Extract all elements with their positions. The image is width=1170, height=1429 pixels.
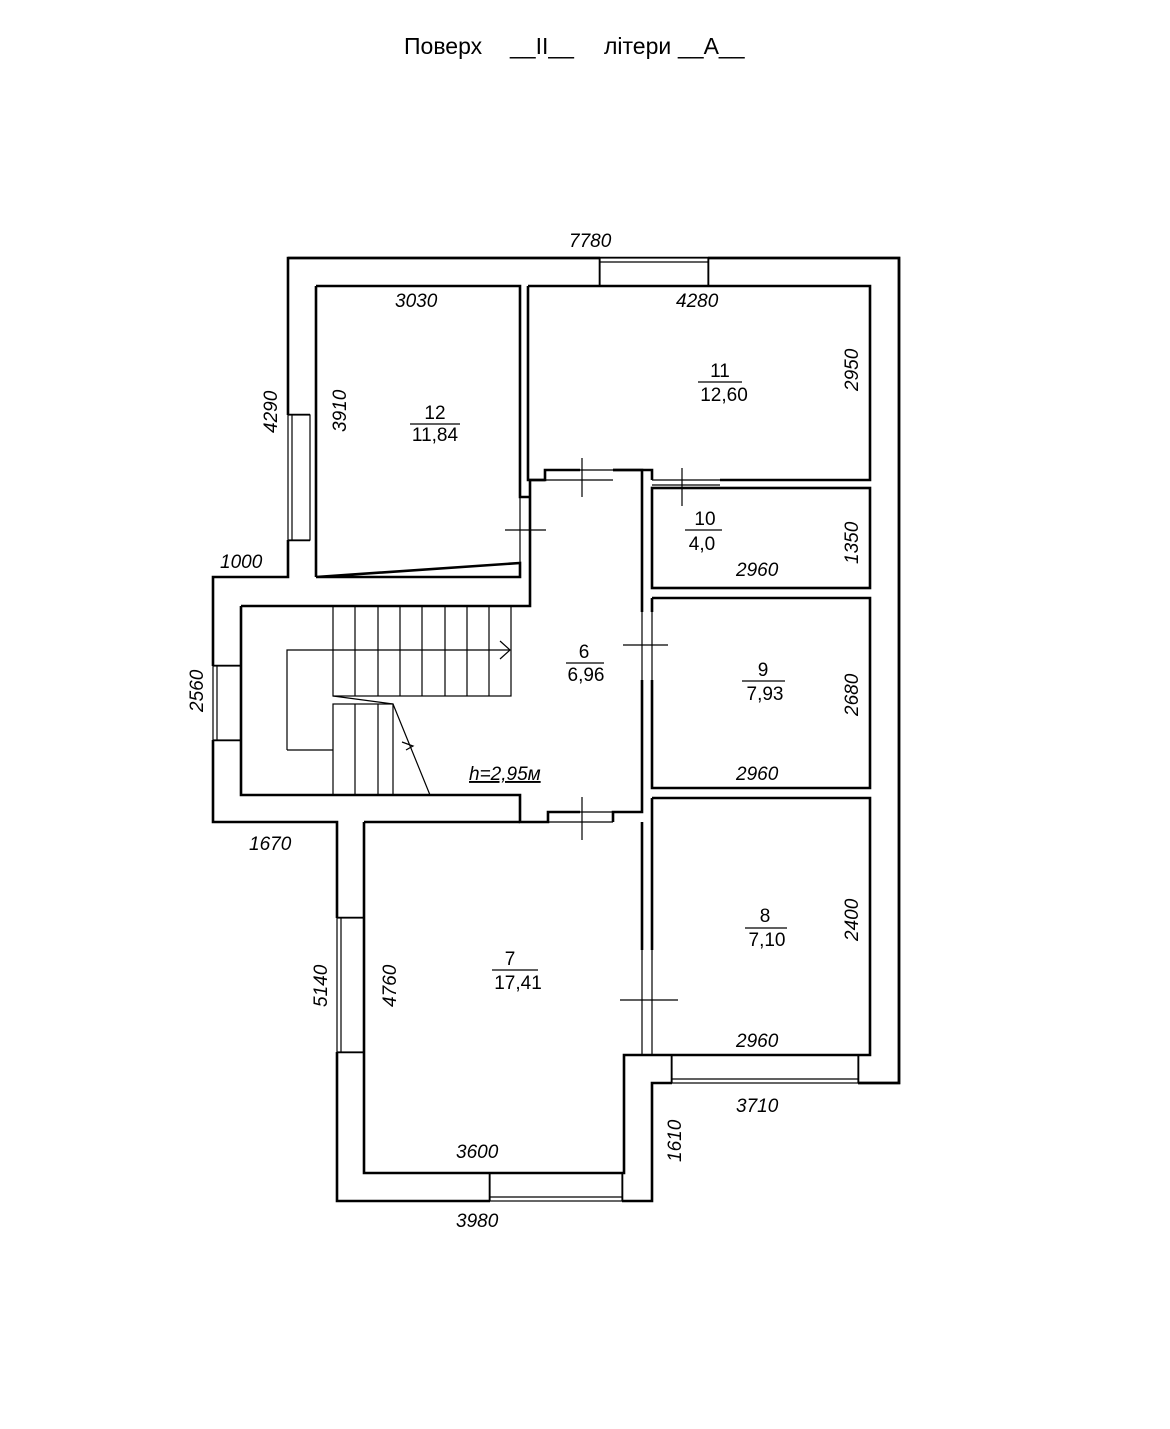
floor-number: __II__ bbox=[509, 33, 575, 59]
room-10-number: 10 bbox=[694, 509, 715, 530]
room-label-7: 7 17,41 bbox=[492, 949, 542, 994]
room-11-walls bbox=[526, 284, 872, 482]
dim-room12-height: 3910 bbox=[330, 389, 351, 432]
room-10-area: 4,0 bbox=[689, 534, 715, 555]
dim-room12-width: 3030 bbox=[395, 291, 438, 312]
window-left-stair bbox=[212, 665, 242, 741]
ceiling-height: h=2,95м bbox=[469, 764, 541, 785]
room-9-walls bbox=[650, 596, 872, 790]
room-7-walls bbox=[362, 820, 652, 1175]
dim-room9-height: 2680 bbox=[842, 673, 863, 717]
dim-outer-left-upper: 4290 bbox=[261, 390, 282, 433]
staircase bbox=[286, 605, 512, 796]
dim-bay-depth: 1610 bbox=[665, 1119, 686, 1162]
room-9-number: 9 bbox=[758, 660, 769, 681]
room-8-walls bbox=[650, 796, 872, 1057]
room-label-6: 6 6,96 bbox=[566, 642, 604, 686]
window-bottom bbox=[489, 1172, 623, 1202]
dim-outer-left-lower: 5140 bbox=[311, 964, 332, 1007]
room-label-8: 8 7,10 bbox=[745, 906, 787, 951]
room-12-walls bbox=[314, 284, 530, 579]
dim-room11-height: 2950 bbox=[842, 348, 863, 392]
room-7-number: 7 bbox=[505, 949, 516, 970]
room-12-number: 12 bbox=[424, 403, 445, 424]
room-10-walls bbox=[650, 486, 872, 590]
door-markers bbox=[505, 458, 720, 1055]
room-label-12: 12 11,84 bbox=[410, 403, 460, 446]
room-6-area: 6,96 bbox=[568, 665, 605, 686]
room-12-area: 11,84 bbox=[412, 425, 459, 446]
room-label-9: 9 7,93 bbox=[742, 660, 785, 705]
room-8-area: 7,10 bbox=[749, 930, 786, 951]
window-bottom-right bbox=[671, 1054, 859, 1084]
room-label-10: 10 4,0 bbox=[685, 509, 722, 555]
dim-outer-left-stair: 2560 bbox=[187, 669, 208, 713]
room-8-number: 8 bbox=[760, 906, 771, 927]
room-9-area: 7,93 bbox=[747, 684, 784, 705]
dim-top-total: 7780 bbox=[569, 231, 612, 252]
dim-room11-width: 4280 bbox=[676, 291, 719, 312]
room-11-number: 11 bbox=[710, 361, 730, 382]
dim-ledge-lower: 1670 bbox=[249, 834, 292, 855]
windows bbox=[212, 257, 859, 1202]
dim-right-bottom-width: 3710 bbox=[736, 1096, 779, 1117]
dim-bottom-total: 3980 bbox=[456, 1211, 499, 1232]
dim-room8-height: 2400 bbox=[842, 898, 863, 942]
dim-room9-width: 2960 bbox=[735, 764, 779, 785]
litera-label: літери bbox=[604, 33, 671, 59]
dim-room7-height: 4760 bbox=[380, 964, 401, 1007]
dim-room10-width: 2960 bbox=[735, 560, 779, 581]
window-left-upper bbox=[287, 414, 311, 541]
dim-room8-width: 2960 bbox=[735, 1031, 779, 1052]
dim-room10-height: 1350 bbox=[842, 521, 863, 564]
floor-prefix: Поверх bbox=[404, 33, 483, 59]
room-11-area: 12,60 bbox=[700, 385, 748, 406]
dim-ledge-upper: 1000 bbox=[220, 552, 263, 573]
room-6-number: 6 bbox=[579, 642, 590, 663]
dim-room7-width: 3600 bbox=[456, 1142, 499, 1163]
litera-value: __А__ bbox=[677, 33, 746, 59]
outer-wall-contour bbox=[211, 256, 901, 1203]
room-label-11: 11 12,60 bbox=[698, 361, 748, 406]
room-7-area: 17,41 bbox=[494, 973, 542, 994]
